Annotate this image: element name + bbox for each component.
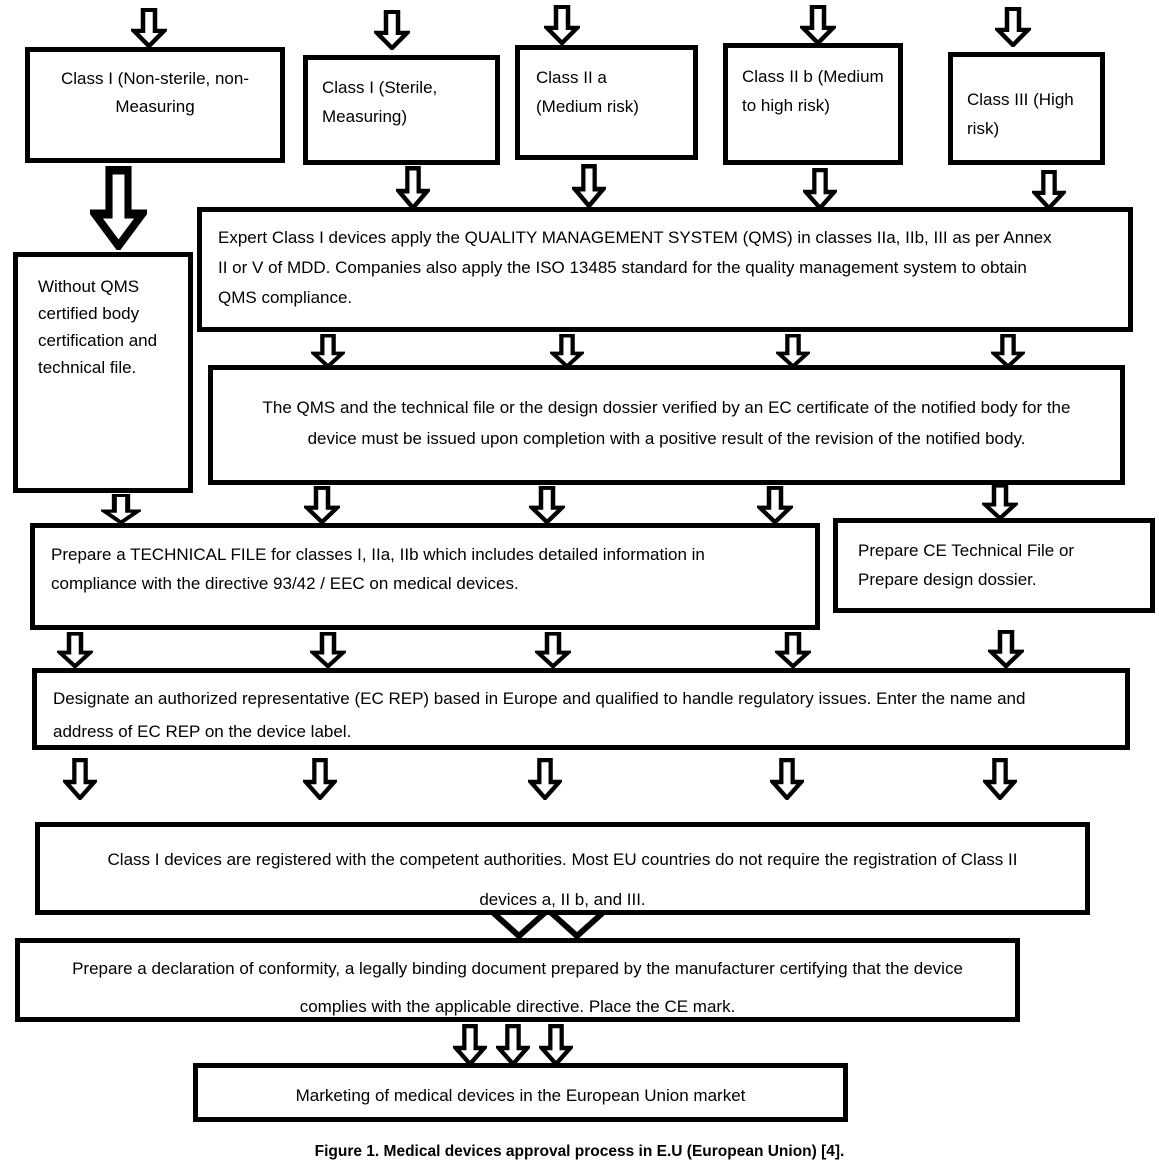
down-arrow-icon (496, 1024, 530, 1066)
down-arrow-icon (304, 486, 340, 524)
down-arrow-icon (131, 8, 167, 48)
down-arrow-icon (572, 164, 606, 208)
double-down-arrowhead-icon (488, 912, 608, 940)
down-arrow-icon (770, 758, 804, 800)
down-arrow-icon (803, 168, 837, 210)
down-arrow-icon (550, 334, 584, 368)
down-arrow-icon (1032, 170, 1066, 210)
down-arrow-icon (995, 7, 1031, 47)
node-ce-technical-file: Prepare CE Technical File or Prepare des… (833, 518, 1155, 613)
down-arrow-icon (800, 5, 836, 45)
down-arrow-icon (374, 10, 410, 50)
down-arrow-icon (57, 632, 93, 668)
node-without-qms: Without QMS certified body certification… (13, 252, 193, 493)
down-arrow-icon (101, 494, 141, 524)
down-arrow-icon (453, 1024, 487, 1066)
node-class1-nonsterile: Class I (Non-sterile, non- Measuring (25, 47, 285, 163)
down-arrow-icon (991, 334, 1025, 368)
down-arrow-icon (310, 632, 346, 668)
down-arrow-icon (63, 758, 97, 800)
figure-caption: Figure 1. Medical devices approval proce… (0, 1142, 1159, 1162)
node-technical-file: Prepare a TECHNICAL FILE for classes I, … (30, 523, 820, 630)
figure-caption-label: Figure 1. (314, 1143, 380, 1160)
node-class3: Class III (High risk) (948, 52, 1105, 165)
down-arrow-icon (757, 486, 793, 524)
figure-caption-text: Medical devices approval process in E.U … (383, 1143, 845, 1160)
node-class1-sterile: Class I (Sterile, Measuring) (303, 55, 500, 165)
down-arrow-icon (539, 1024, 573, 1066)
node-class2a: Class II a (Medium risk) (515, 45, 698, 160)
down-arrow-icon (982, 484, 1018, 520)
node-class2b: Class II b (Medium to high risk) (723, 43, 903, 165)
down-arrow-icon (311, 334, 345, 368)
down-arrow-icon (528, 758, 562, 800)
down-arrow-icon (776, 334, 810, 368)
node-ec-certificate: The QMS and the technical file or the de… (208, 365, 1125, 485)
node-marketing: Marketing of medical devices in the Euro… (193, 1063, 848, 1122)
down-arrow-icon (529, 486, 565, 524)
down-arrow-icon (544, 5, 580, 45)
node-registration: Class I devices are registered with the … (35, 822, 1090, 915)
down-arrow-icon (303, 758, 337, 800)
down-arrow-icon (983, 758, 1017, 800)
down-arrow-icon (775, 632, 811, 668)
down-arrow-icon (535, 632, 571, 668)
down-arrow-icon (396, 166, 430, 210)
down-arrow-icon (988, 630, 1024, 668)
down-arrow-icon (90, 166, 147, 250)
node-qms-system: Expert Class I devices apply the QUALITY… (197, 207, 1133, 332)
node-ec-rep: Designate an authorized representative (… (32, 668, 1130, 750)
node-declaration-of-conformity: Prepare a declaration of conformity, a l… (15, 938, 1020, 1022)
